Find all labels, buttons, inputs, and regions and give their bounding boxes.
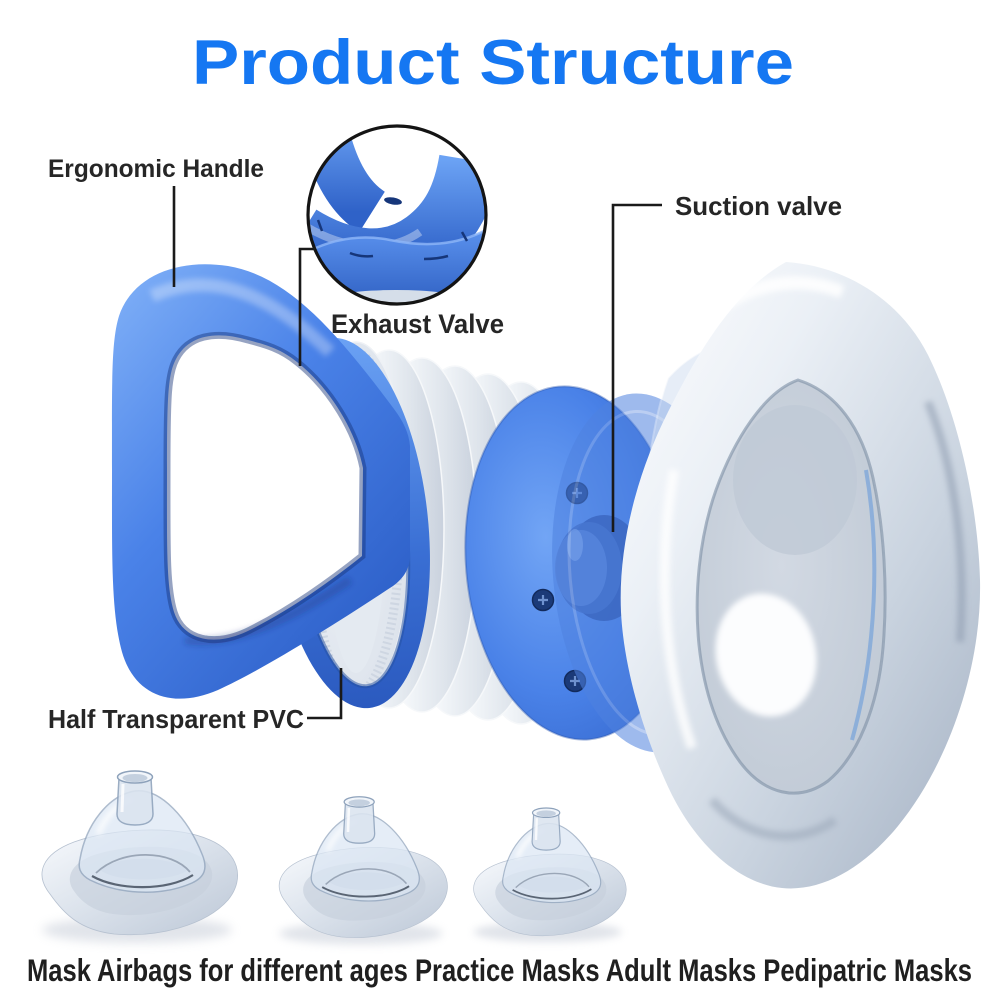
callout-line-exhaust-valve	[298, 247, 315, 366]
exhaust-valve-slots	[316, 197, 469, 261]
cushion-ring	[620, 262, 981, 889]
face-mask-cushion	[620, 262, 981, 889]
caption-mask-sizes: Mask Airbags for different ages Practice…	[27, 952, 972, 988]
page-title: Product Structure	[192, 28, 794, 98]
inset-circle-border	[306, 124, 488, 306]
ergonomic-handle	[111, 264, 411, 699]
exhaust-valve-inset	[306, 124, 488, 306]
label-ergonomic-handle: Ergonomic Handle	[48, 155, 264, 183]
callout-line-suction-valve	[611, 203, 662, 532]
label-exhaust-valve: Exhaust Valve	[331, 309, 504, 339]
label-suction-valve: Suction valve	[675, 191, 842, 221]
handle-hole	[163, 331, 367, 644]
label-half-transparent-pvc: Half Transparent PVC	[48, 704, 304, 734]
mask-port-hole	[715, 593, 817, 717]
callout-line-half-transparent-pvc	[307, 668, 343, 720]
resuscitator-product	[111, 262, 981, 889]
